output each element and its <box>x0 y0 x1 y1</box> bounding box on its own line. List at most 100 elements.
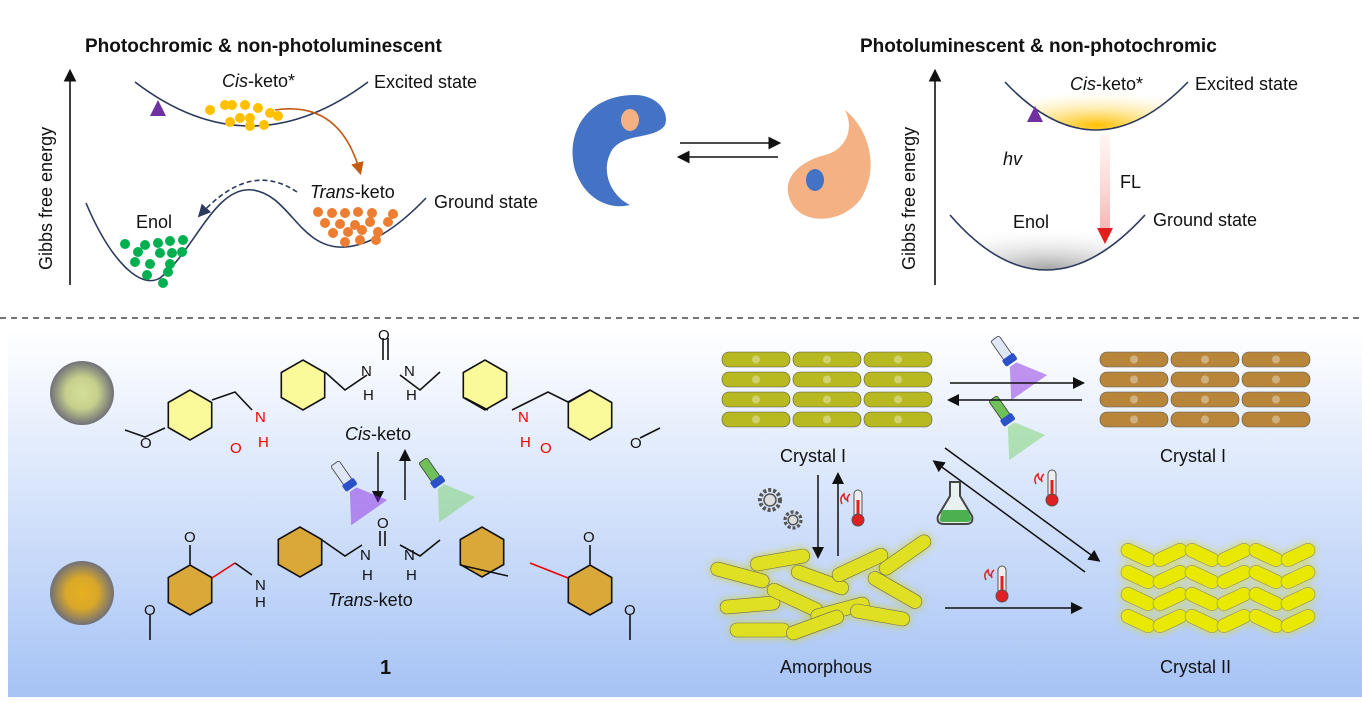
phase-transition-arrows <box>812 377 1101 614</box>
enol-dot <box>145 259 155 269</box>
trans-keto-dot <box>328 228 338 238</box>
amorphous-rod <box>791 564 849 596</box>
cis-keto-dot <box>265 108 275 118</box>
hv-label: hv <box>1003 149 1023 169</box>
atom-label: O <box>624 602 636 619</box>
enol-dot <box>167 248 177 258</box>
photoluminescent-energy-diagram: Photoluminescent & non-photochromic Gibb… <box>860 36 1298 285</box>
crystal-I-brown-packing <box>1099 351 1311 428</box>
benzene-ring <box>459 526 505 578</box>
crystal-I-packing <box>721 351 933 428</box>
trans-keto-dot <box>343 227 353 237</box>
bond <box>567 389 591 403</box>
amorphous-rod <box>750 548 810 572</box>
crystal-II-to-I-arrow <box>932 460 1086 573</box>
trans-keto-dot <box>340 208 350 218</box>
flashlight-head <box>1002 353 1017 367</box>
left-panel-title: Photochromic & non-photoluminescent <box>85 36 442 57</box>
enol-dot <box>163 267 173 277</box>
trans-keto-dot <box>357 225 367 235</box>
rod-joint <box>752 395 760 404</box>
trans-keto-dot <box>371 235 381 245</box>
crystal-rod <box>863 411 933 428</box>
rod-joint <box>1272 375 1280 384</box>
heat-flame-icon <box>984 568 995 581</box>
atom-label: H <box>406 567 417 584</box>
crystal-rod <box>721 351 791 368</box>
rod-joint <box>1272 415 1280 424</box>
bond <box>324 371 368 392</box>
rod-joint <box>1201 375 1209 384</box>
amorphous-label: Amorphous <box>780 657 872 677</box>
trans-keto-dot <box>373 227 383 237</box>
ground-state-curve <box>949 214 1146 271</box>
trans-keto-dot <box>388 209 398 219</box>
thermometer-icon <box>840 489 865 527</box>
trans-keto-dot <box>383 217 393 227</box>
rod-joint <box>1130 395 1138 404</box>
atom-label: N <box>518 409 529 426</box>
rod-joint <box>752 415 760 424</box>
light-beam <box>349 487 388 526</box>
enol-label: Enol <box>136 212 172 232</box>
atom-label: N <box>361 363 372 380</box>
trans-keto-dot <box>320 218 330 228</box>
rod-joint <box>823 355 831 364</box>
trans-keto-dot <box>313 207 323 217</box>
rod-joint <box>823 375 831 384</box>
gear-icon <box>783 510 803 530</box>
cis-keto-dot <box>220 100 230 110</box>
crystal-rod <box>1170 351 1240 368</box>
y-axis-label: Gibbs free energy <box>36 127 56 270</box>
bond <box>234 562 253 576</box>
atom-label: H <box>362 567 373 584</box>
rod-joint <box>894 395 902 404</box>
excited-state-label: Excited state <box>374 72 477 92</box>
benzene-ring <box>277 526 323 578</box>
atom-label: H <box>258 434 269 451</box>
crystal-rod <box>1099 411 1169 428</box>
uv-flashlight-icon <box>991 335 1048 401</box>
atom-label: O <box>230 440 242 457</box>
amorphous-rod <box>786 609 844 641</box>
atom-label: O <box>144 602 156 619</box>
enol-dot <box>178 235 188 245</box>
crystal-rod <box>863 391 933 408</box>
bond <box>321 539 363 557</box>
enol-dot <box>165 236 175 246</box>
crystal-rod <box>863 351 933 368</box>
crystal-rod <box>721 411 791 428</box>
rod-joint <box>894 355 902 364</box>
powder-samples <box>50 361 114 625</box>
trans-keto-label: Trans-keto <box>328 590 413 610</box>
crystal-rod <box>792 411 862 428</box>
rod-joint <box>752 355 760 364</box>
isomerization-arrow <box>274 108 364 176</box>
atom-label: O <box>377 515 389 532</box>
crystal-rod <box>1099 351 1169 368</box>
rod-joint <box>823 395 831 404</box>
atom-label: O <box>630 435 642 452</box>
crystal-rod <box>721 391 791 408</box>
flashlight-head <box>430 475 445 489</box>
amorphous-rod <box>729 622 791 638</box>
thermometer-icon <box>1034 469 1059 507</box>
cis-keto-dot <box>245 121 255 131</box>
enol-label: Enol <box>1013 212 1049 232</box>
crystal-II-rod <box>1280 587 1316 611</box>
atom-label: H <box>363 387 374 404</box>
enol-dot <box>130 257 140 267</box>
atom-label: N <box>360 547 371 564</box>
bond <box>211 562 236 579</box>
amorphous-rod <box>831 547 889 583</box>
crystal-I-label: Crystal I <box>780 446 846 466</box>
flashlight-head <box>1000 413 1015 427</box>
thermal-reversion-arrow <box>197 179 298 218</box>
yang-orange-half <box>787 110 871 219</box>
trans-keto-dot <box>353 207 363 217</box>
atom-label: H <box>255 594 266 611</box>
crystal-rod <box>1170 371 1240 388</box>
heat-flame-icon <box>840 492 851 505</box>
